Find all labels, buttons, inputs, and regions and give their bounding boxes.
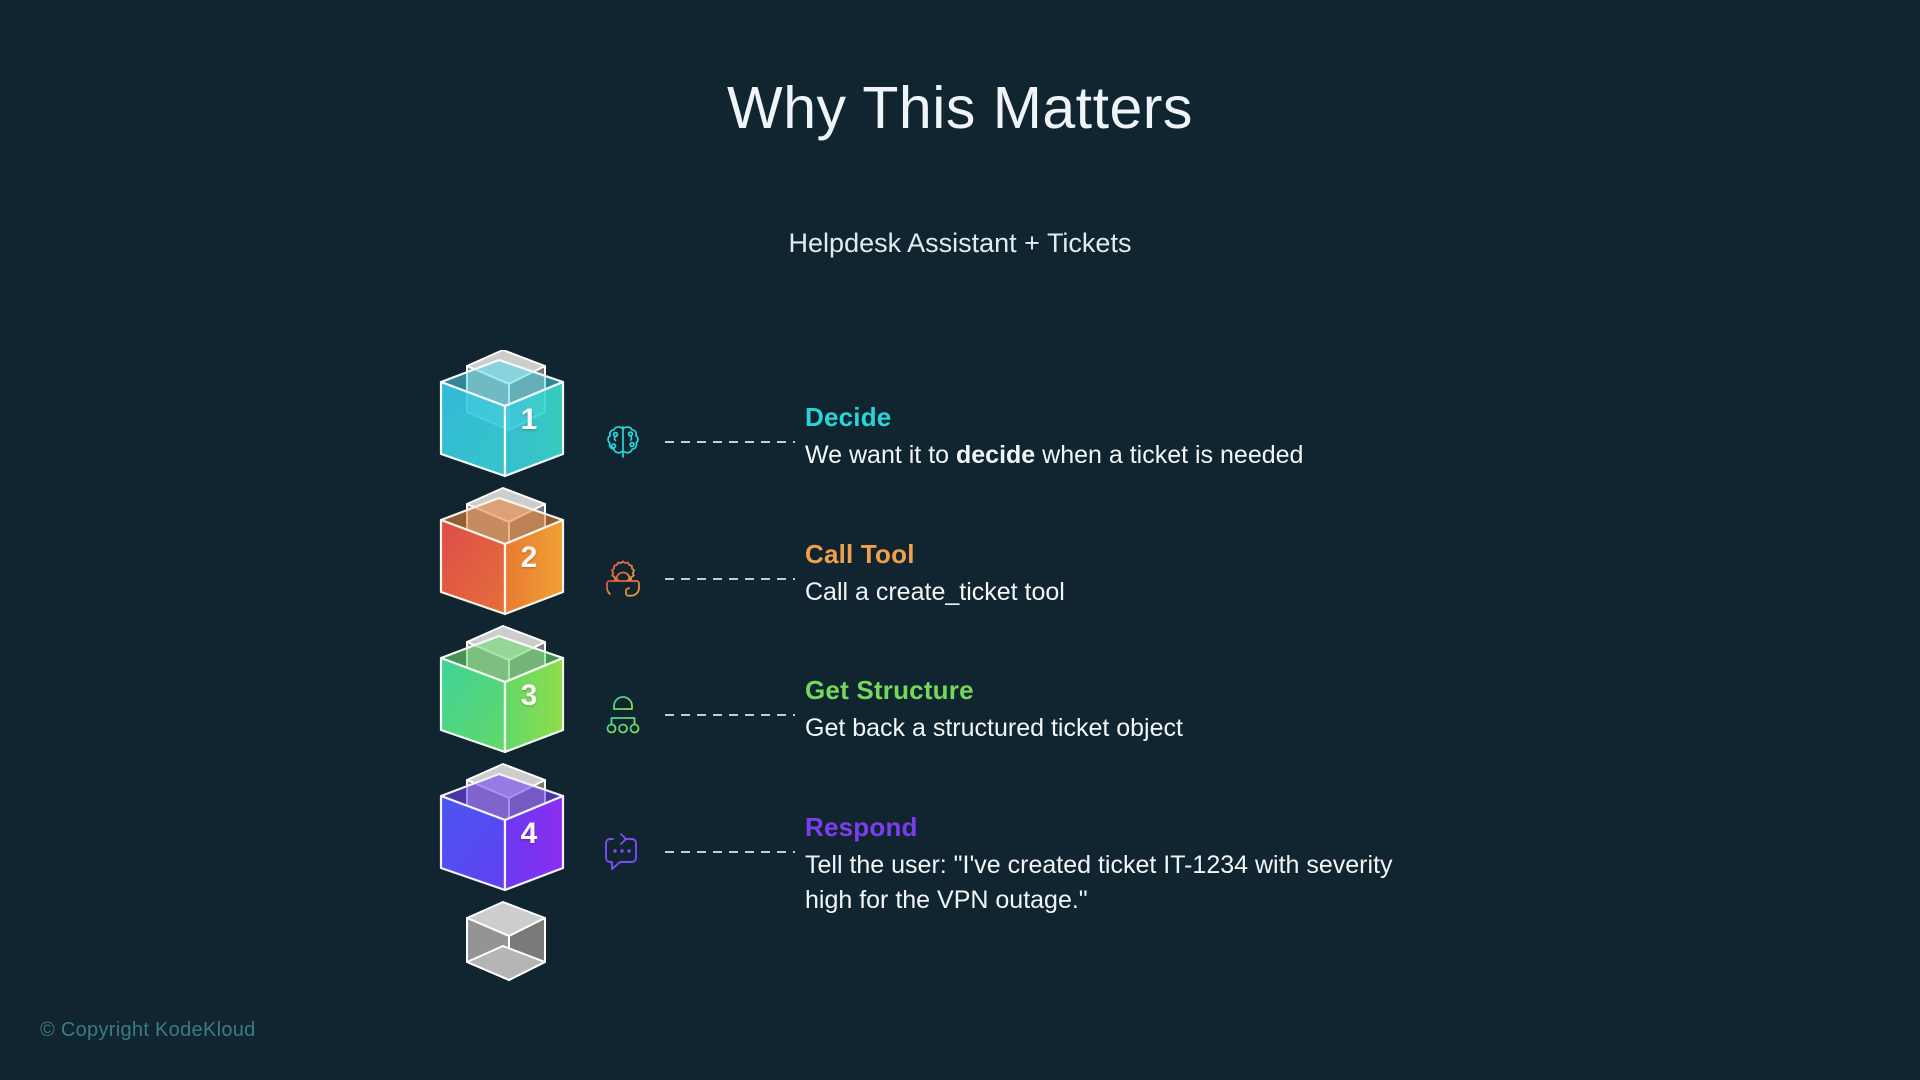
step-cube-2[interactable]: 2 [437, 488, 567, 628]
step-body: Tell the user: "I've created ticket IT-1… [805, 848, 1425, 918]
step-body-suffix: Call a create_ticket tool [805, 578, 1065, 606]
connector-dots [665, 714, 795, 716]
chat-reply-icon [595, 824, 651, 880]
step-heading: Get Structure [805, 673, 1183, 707]
step-heading: Decide [805, 400, 1303, 434]
step-body-suffix: when a ticket is needed [1035, 441, 1303, 469]
step-row-respond: Respond Tell the user: "I've created tic… [595, 810, 1425, 930]
hierarchy-sitemap-icon [595, 687, 651, 743]
brain-icon [595, 414, 651, 470]
step-body-bold: decide [956, 441, 1035, 469]
step-cube-stack: 1 2 [437, 350, 567, 960]
step-row-get-structure: Get Structure Get back a structured tick… [595, 673, 1183, 793]
step-heading: Respond [805, 810, 1425, 844]
connector-dots [665, 441, 795, 443]
step-row-call-tool: Call Tool Call a create_ticket tool [595, 537, 1065, 657]
connector-dots [665, 578, 795, 580]
step-body-prefix: We want it to [805, 441, 956, 469]
copyright-footer: © Copyright KodeKloud [40, 1019, 256, 1042]
step-cube-3[interactable]: 3 [437, 626, 567, 766]
connector-dots [665, 851, 795, 853]
page-title: Why This Matters [0, 74, 1920, 142]
step-body-suffix: Tell the user: "I've created ticket IT-1… [805, 851, 1393, 914]
step-heading: Call Tool [805, 537, 1065, 571]
step-body-suffix: Get back a structured ticket object [805, 714, 1183, 742]
step-body: Call a create_ticket tool [805, 575, 1065, 610]
step-body: We want it to decide when a ticket is ne… [805, 438, 1303, 473]
page-subtitle: Helpdesk Assistant + Tickets [0, 228, 1920, 259]
step-cube-4[interactable]: 4 [437, 764, 567, 904]
step-row-decide: Decide We want it to decide when a ticke… [595, 400, 1303, 520]
gear-phone-support-icon [595, 551, 651, 607]
step-cube-1[interactable]: 1 [437, 350, 567, 490]
step-body: Get back a structured ticket object [805, 711, 1183, 746]
